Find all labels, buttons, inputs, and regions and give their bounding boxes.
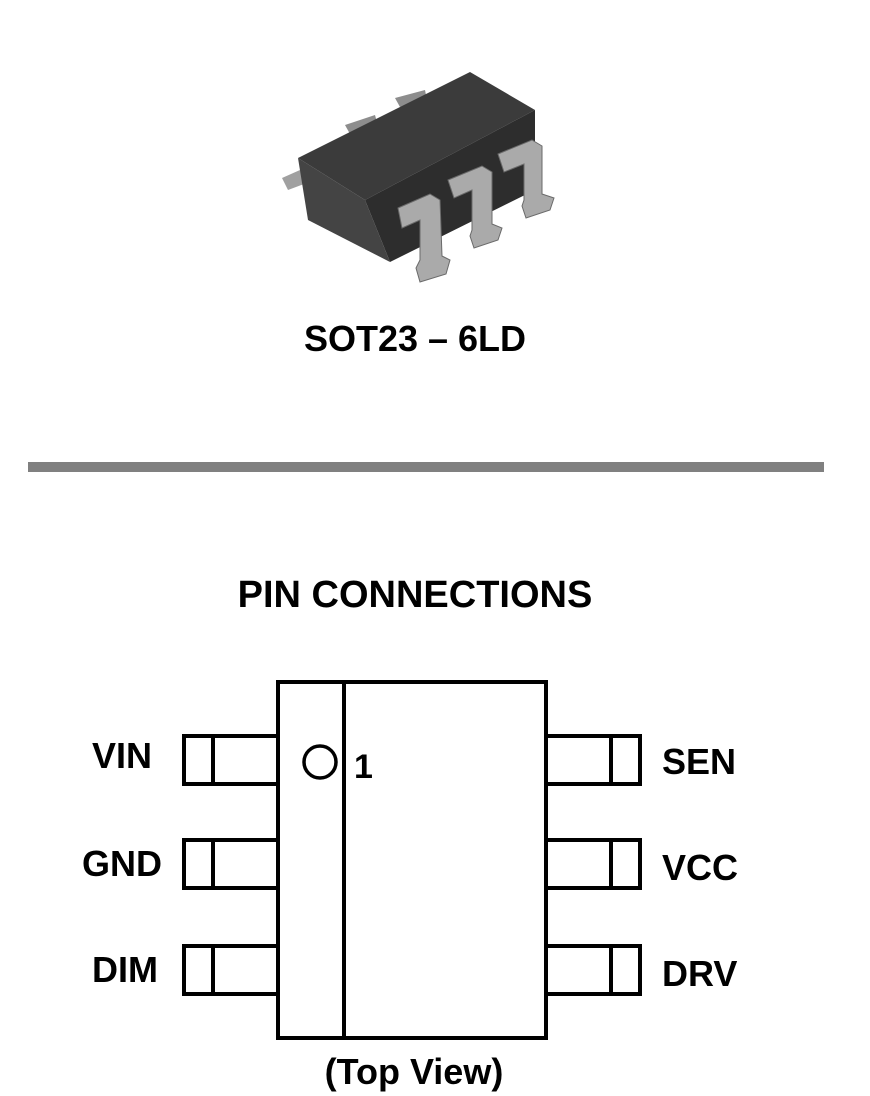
pin-label-gnd: GND <box>82 843 162 884</box>
right-pin-1 <box>544 734 642 786</box>
back-pin-1 <box>345 115 378 134</box>
left-pin-1 <box>182 734 280 786</box>
pin-label-vin: VIN <box>92 735 152 776</box>
front-pin-3 <box>497 139 555 219</box>
package-body-top <box>298 72 535 200</box>
left-pin-2 <box>182 838 280 890</box>
front-pin-2 <box>447 165 503 249</box>
pin-label-dim: DIM <box>92 949 158 990</box>
pin1-dot-icon <box>302 744 338 780</box>
pin-connections-title: PIN CONNECTIONS <box>237 574 593 616</box>
pin-diagram: 1 VIN GND DIM SEN VCC DRV (Top View) <box>82 680 738 1092</box>
package-illustration <box>282 72 555 283</box>
right-pin-2 <box>544 838 642 890</box>
section-divider <box>28 462 824 472</box>
end-lead <box>282 170 304 190</box>
pin-label-vcc: VCC <box>662 847 738 888</box>
left-pin-3 <box>182 944 280 996</box>
front-pin-1 <box>397 193 451 283</box>
back-pin-2 <box>395 90 427 107</box>
pin-label-drv: DRV <box>662 953 737 994</box>
ic-body <box>276 680 548 1040</box>
package-body-side <box>298 158 390 262</box>
top-view-label: (Top View) <box>325 1051 504 1092</box>
package-name: SOT23 – 6LD <box>303 318 527 359</box>
pin1-label: 1 <box>354 748 373 786</box>
pin-label-sen: SEN <box>662 741 736 782</box>
right-pin-3 <box>544 944 642 996</box>
